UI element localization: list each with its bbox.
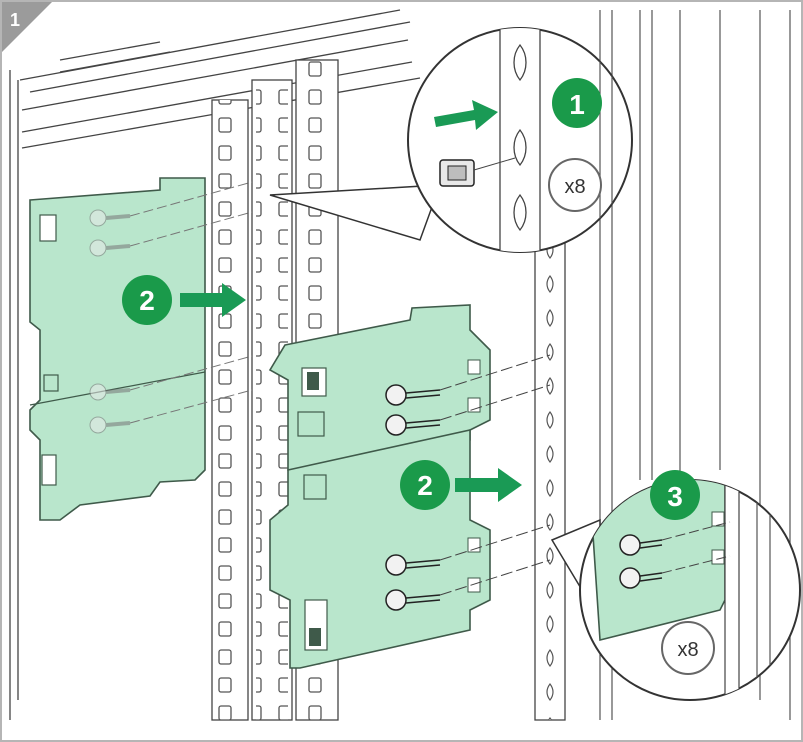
screw-icon — [89, 209, 131, 434]
step-1-label: 1 — [569, 89, 585, 120]
corner-tag-label: 1 — [10, 10, 20, 30]
step-2-right-label: 2 — [417, 470, 433, 501]
left-bracket — [29, 177, 253, 521]
front-bracket-upper — [268, 304, 491, 471]
quantity-badge-nuts: x8 — [548, 158, 602, 212]
right-mounting-rail — [534, 239, 566, 721]
right-arrow-icon — [455, 468, 522, 502]
step-3-label: 3 — [667, 481, 683, 512]
step-1-badge: 1 — [552, 78, 602, 128]
hex-screw-icon — [385, 354, 551, 611]
cage-nut-icon — [439, 157, 516, 187]
quantity-badge-screws: x8 — [661, 621, 715, 675]
hex-screw-icon — [619, 521, 731, 589]
step-2-left-label: 2 — [139, 285, 155, 316]
corner-tag: 1 — [2, 2, 52, 52]
right-arrow-icon — [434, 100, 498, 130]
detail-callout-top: 1 x8 — [269, 27, 633, 253]
step-2-left-badge: 2 — [122, 275, 172, 325]
detail-callout-bottom: 3 x8 — [550, 470, 801, 701]
step-3-badge: 3 — [650, 470, 700, 520]
quantity-screws-label: x8 — [677, 639, 698, 661]
cabinet-top-panel — [9, 9, 421, 720]
quantity-nuts-label: x8 — [564, 176, 585, 198]
step-2-right-badge: 2 — [400, 460, 450, 510]
right-arrow-icon — [180, 283, 246, 317]
